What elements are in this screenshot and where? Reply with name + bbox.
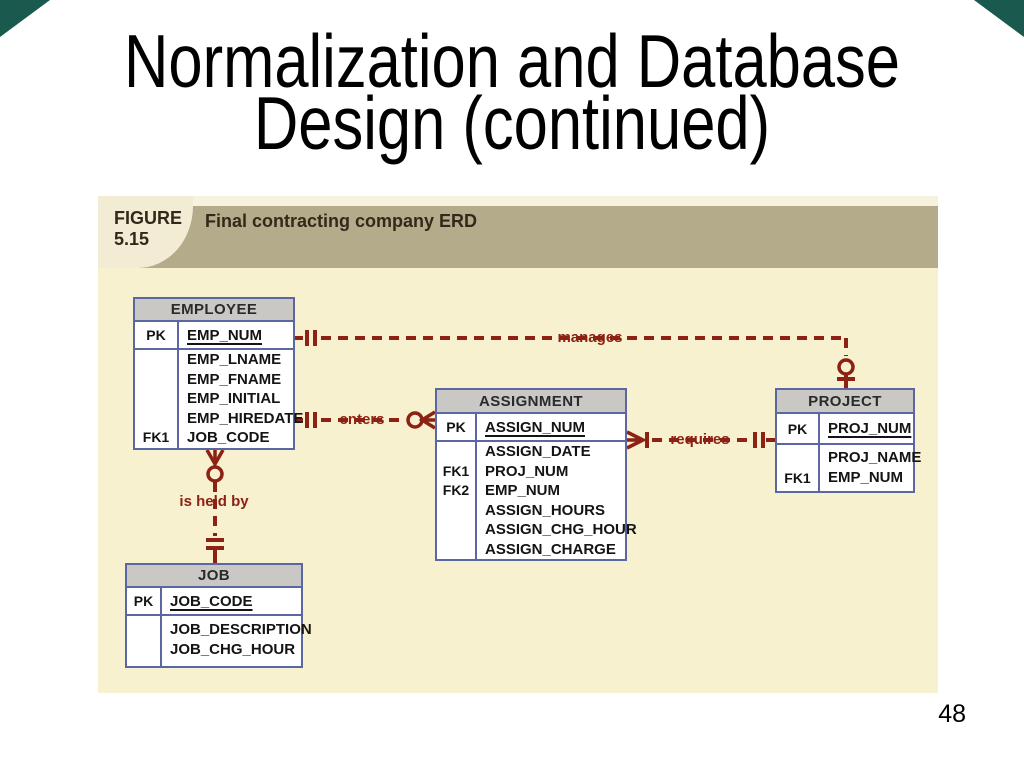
erd-connectors: manages enters	[179, 329, 855, 563]
relationship-label-requires: requires	[670, 431, 729, 448]
fk-tag	[777, 448, 818, 468]
attribute: ASSIGN_CHG_HOUR	[485, 521, 637, 538]
relationship-requires: requires	[626, 430, 775, 450]
corner-accent-right-icon	[974, 0, 1024, 37]
relationship-label-enters: enters	[339, 411, 384, 428]
title-line-2: Design (continued)	[253, 81, 771, 165]
relationship-manages: manages	[295, 329, 855, 388]
fk-tag	[135, 370, 177, 390]
attribute: EMP_HIREDATE	[187, 409, 304, 427]
corner-accent-left-icon	[0, 0, 50, 37]
slide-title: Normalization and Database Design (conti…	[0, 19, 1024, 165]
entity-job-pk-row: PK JOB_CODE	[127, 588, 301, 616]
attribute: JOB_CODE	[187, 429, 270, 447]
relationship-is-held-by: is held by	[179, 449, 249, 563]
pk-tag: PK	[777, 414, 820, 443]
figure-label-word: FIGURE	[114, 208, 183, 228]
attribute: EMP_NUM	[485, 482, 561, 499]
entity-employee-name: EMPLOYEE	[135, 299, 293, 322]
entity-job-name: JOB	[127, 565, 301, 588]
fk-tag	[135, 389, 177, 409]
attribute: EMP_NUM	[828, 469, 904, 486]
fk-tag	[437, 520, 475, 540]
fk-tag	[437, 501, 475, 521]
entity-assignment-pk-row: PK ASSIGN_NUM	[437, 414, 625, 442]
relationship-enters: enters	[295, 410, 436, 430]
attribute: JOB_DESCRIPTION	[170, 621, 312, 638]
attribute: EMP_LNAME	[187, 351, 282, 368]
pk-attribute: EMP_NUM	[187, 326, 263, 344]
fk-tag: FK2	[442, 482, 470, 498]
attribute: PROJ_NUM	[485, 462, 569, 480]
fk-tag	[127, 640, 160, 660]
entity-employee-attributes: FK1 EMP_LNAME EMP_FNAME EMP_INITIAL EMP_…	[135, 350, 303, 448]
entity-project-pk-row: PK PROJ_NUM	[777, 414, 913, 445]
figure-top-strip	[98, 196, 938, 206]
title-line-1: Normalization and Database	[123, 19, 901, 103]
attribute: ASSIGN_HOURS	[485, 501, 606, 519]
pk-tag: PK	[437, 414, 477, 440]
entity-job-attributes: JOB_DESCRIPTION JOB_CHG_HOUR	[127, 616, 312, 666]
fk-tag: FK1	[442, 462, 470, 479]
pk-tag: PK	[135, 322, 179, 348]
fk-tag	[135, 350, 177, 370]
fk-tag: FK1	[784, 470, 811, 486]
pk-attribute: ASSIGN_NUM	[485, 418, 586, 436]
entity-employee: EMPLOYEE PK EMP_NUM FK1 EMP_LNAME	[133, 297, 303, 450]
attribute: ASSIGN_DATE	[485, 443, 591, 460]
figure-5-15: Final contracting company ERD FIGURE 5.1…	[98, 196, 938, 693]
entity-employee-pk-row: PK EMP_NUM	[135, 322, 293, 350]
attribute: EMP_FNAME	[187, 370, 282, 388]
relationship-label-is-held-by: is held by	[179, 493, 249, 510]
entity-job: JOB PK JOB_CODE JOB_DESCRIPTION JOB_CHG_…	[125, 563, 312, 668]
attribute: ASSIGN_CHARGE	[485, 540, 616, 558]
fk-tag	[135, 409, 177, 429]
pk-attribute: JOB_CODE	[170, 592, 253, 610]
page-number: 48	[938, 700, 966, 728]
erd-canvas: manages enters	[98, 268, 938, 693]
fk-tag	[437, 442, 475, 462]
figure-caption-band: Final contracting company ERD	[98, 206, 938, 268]
fk-tag	[127, 620, 160, 640]
entity-assignment-attributes: FK1 FK2 ASSIGN_DATE PROJ_NUM EMP_NUM ASS…	[437, 442, 637, 560]
attribute: JOB_CHG_HOUR	[170, 641, 296, 658]
attribute: PROJ_NAME	[828, 449, 922, 466]
figure-label-number: 5.15	[114, 229, 150, 249]
attribute: EMP_INITIAL	[187, 390, 281, 408]
fk-tag	[437, 540, 475, 560]
entity-assignment-name: ASSIGNMENT	[437, 390, 625, 414]
figure-caption: Final contracting company ERD	[205, 211, 478, 231]
entity-assignment: ASSIGNMENT PK ASSIGN_NUM FK1 FK2	[435, 388, 637, 561]
pk-tag: PK	[127, 588, 162, 614]
pk-attribute: PROJ_NUM	[828, 420, 912, 437]
entity-project: PROJECT PK PROJ_NUM FK1 PROJ_NAME EMP_NU…	[775, 388, 921, 493]
fk-tag: FK1	[142, 429, 170, 446]
relationship-label-manages: manages	[557, 329, 622, 346]
entity-project-name: PROJECT	[777, 390, 913, 414]
entity-project-attributes: FK1 PROJ_NAME EMP_NUM	[777, 445, 921, 491]
